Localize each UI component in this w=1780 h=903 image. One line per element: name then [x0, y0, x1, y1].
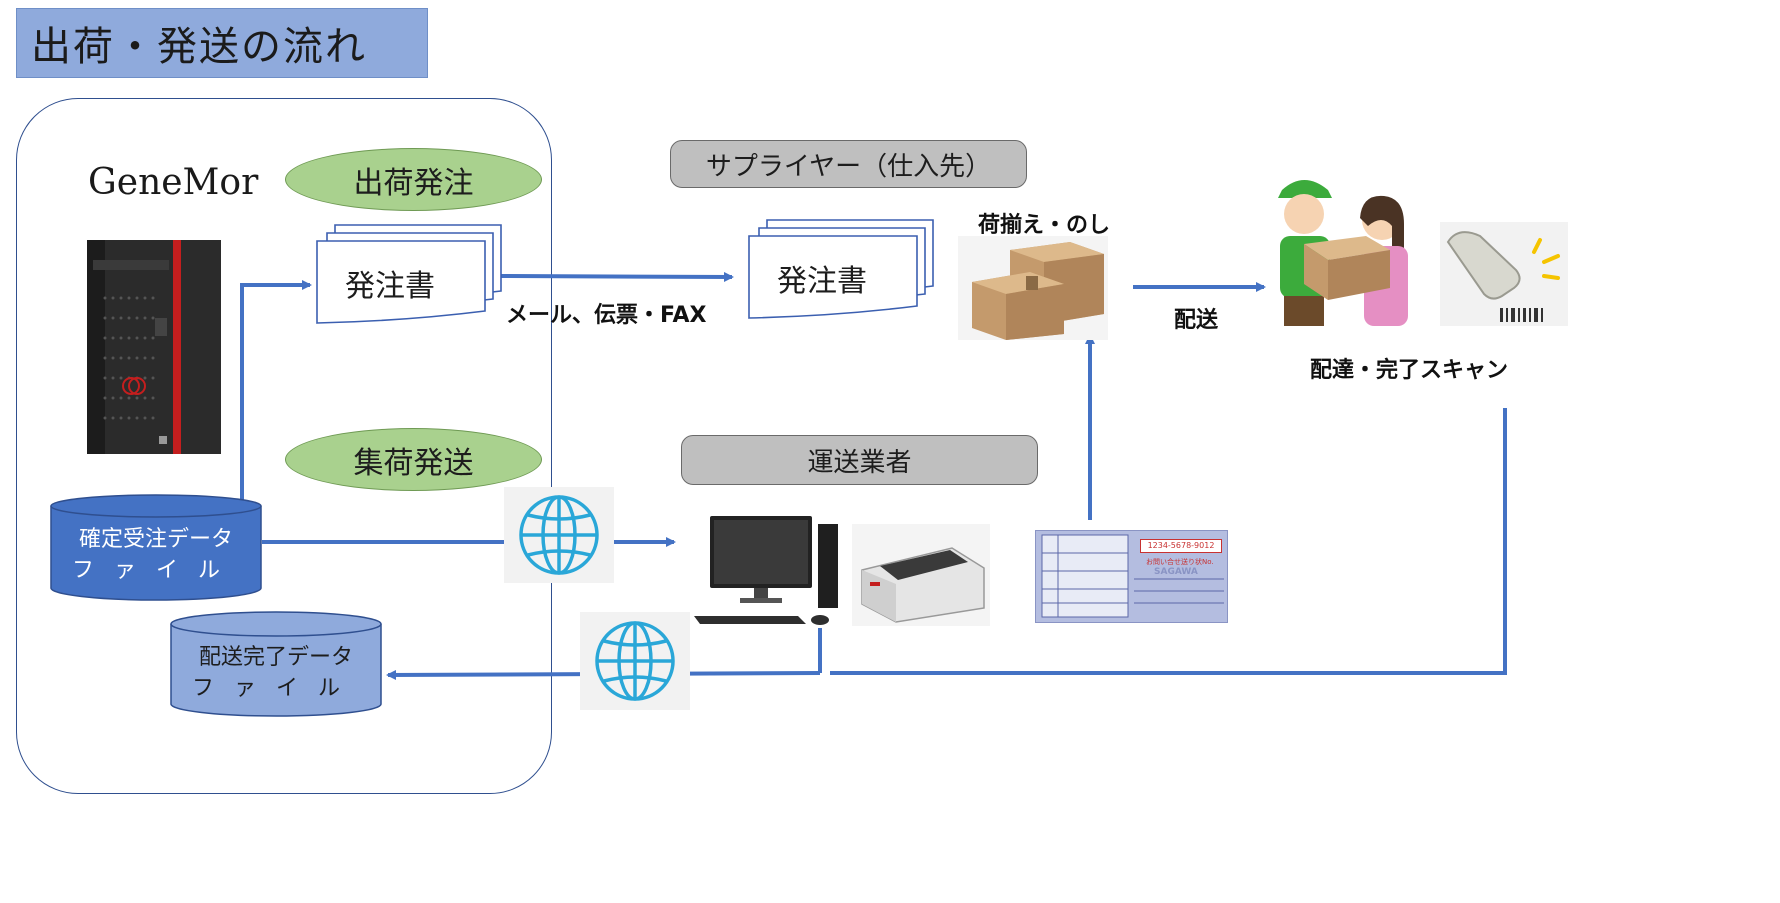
- process-pickup-shipping: 集荷発送: [285, 428, 542, 491]
- system-boundary: [16, 98, 552, 794]
- arrow-to-order-form: [240, 280, 312, 500]
- globe-icon-return: [580, 612, 690, 710]
- carrier-label-text: 運送業者: [807, 447, 912, 478]
- waybill-brand: SAGAWA: [1154, 567, 1198, 577]
- delivery-person-icon: [1272, 168, 1417, 334]
- channels-label: メール、伝票・FAX: [506, 303, 707, 328]
- title-box: 出荷・発送の流れ: [16, 8, 428, 78]
- line-scan-return: [830, 408, 1507, 675]
- waybill-inquiry: お問い合せ送り状No.: [1146, 558, 1214, 566]
- confirmed-orders-line1: 確定受注データ: [78, 527, 233, 552]
- arrow-order-to-supplier: [499, 271, 734, 282]
- confirmed-orders-line2: ファイル: [71, 558, 240, 583]
- process-shipping-order: 出荷発注: [285, 148, 542, 211]
- order-form-right: 発注書: [747, 218, 935, 328]
- globe-icon: [504, 487, 614, 583]
- delivery-complete-label: 配送完了データ ファイル: [170, 642, 382, 704]
- packing-label: 荷揃え・のし: [978, 213, 1111, 238]
- dot-matrix-printer-icon: [852, 524, 990, 630]
- confirmed-orders-label: 確定受注データ ファイル: [50, 524, 262, 586]
- supplier-label-text: サプライヤー（仕入先）: [705, 151, 992, 182]
- waybill-number: 1234-5678-9012: [1140, 539, 1222, 553]
- order-form-left: 発注書: [315, 223, 503, 333]
- desktop-computer-icon: [692, 512, 852, 632]
- waybill-slip-icon: 1234-5678-9012 お問い合せ送り状No. SAGAWA: [1035, 530, 1228, 623]
- delivered-scan-label: 配達・完了スキャン: [1310, 358, 1509, 383]
- order-form-right-label: 発注書: [777, 264, 867, 299]
- delivery-complete-line2: ファイル: [191, 676, 360, 701]
- supplier-label: サプライヤー（仕入先）: [670, 140, 1027, 188]
- order-form-left-label: 発注書: [345, 269, 435, 304]
- server-tower-icon: [85, 238, 223, 460]
- delivery-label: 配送: [1174, 308, 1219, 333]
- process-shipping-order-label: 出荷発注: [353, 165, 474, 201]
- page-title: 出荷・発送の流れ: [31, 24, 367, 70]
- delivery-complete-line1: 配送完了データ: [198, 645, 353, 670]
- delivery-complete-file: 配送完了データ ファイル: [170, 610, 382, 718]
- cardboard-boxes-icon: [958, 236, 1108, 344]
- carrier-label: 運送業者: [681, 435, 1038, 485]
- confirmed-orders-file: 確定受注データ ファイル: [50, 494, 262, 602]
- system-name: GeneMor: [88, 162, 259, 203]
- process-pickup-shipping-label: 集荷発送: [353, 445, 474, 481]
- barcode-scanner-icon: [1440, 222, 1568, 330]
